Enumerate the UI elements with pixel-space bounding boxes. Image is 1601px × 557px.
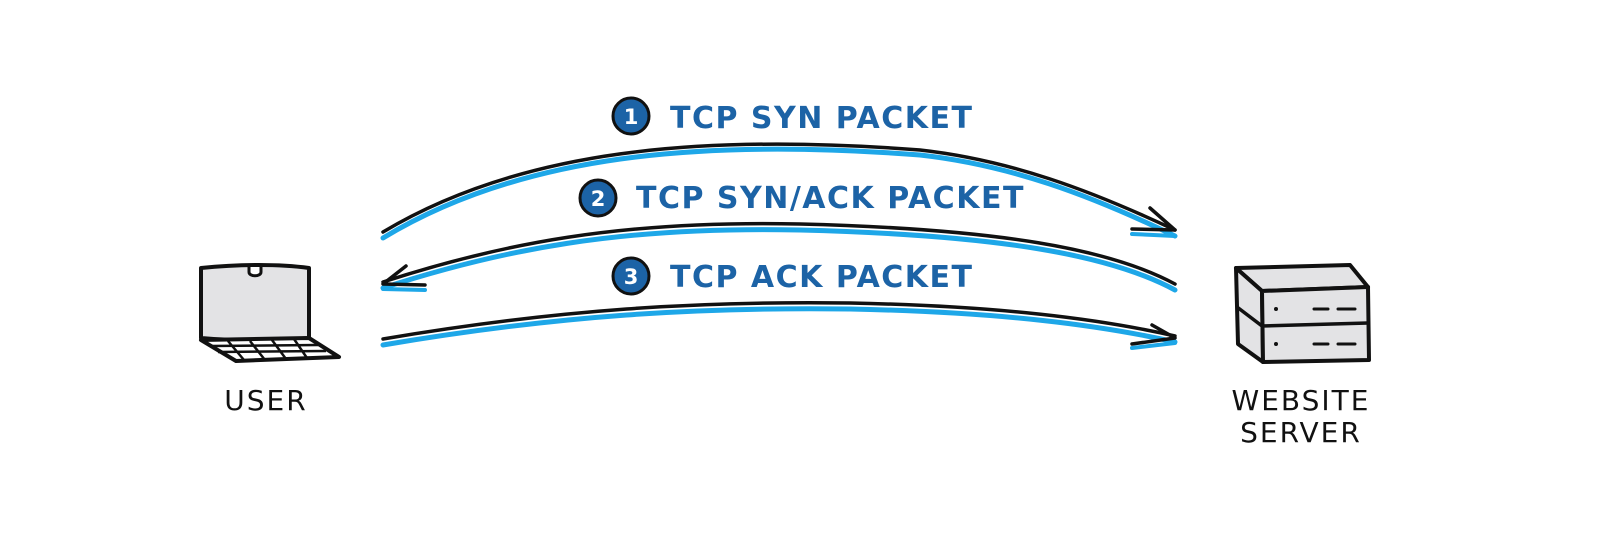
arrow-syn-ack	[380, 221, 1178, 293]
step-1-label: TCP SYN PACKET	[670, 101, 973, 136]
server-icon	[1234, 263, 1371, 364]
step-2: 2 TCP SYN/ACK PACKET	[578, 178, 1025, 218]
step-2-label: TCP SYN/ACK PACKET	[636, 181, 1025, 216]
step-1: 1 TCP SYN PACKET	[611, 96, 973, 136]
arrow-ack	[380, 300, 1178, 350]
user-label: USER	[224, 384, 307, 417]
step-1-number: 1	[624, 105, 639, 129]
step-3-badge	[611, 256, 651, 296]
laptop-icon	[199, 263, 341, 363]
step-2-badge	[578, 178, 618, 218]
arrow-syn	[380, 142, 1178, 241]
step-3: 3 TCP ACK PACKET	[611, 256, 974, 296]
step-2-number: 2	[591, 187, 606, 211]
step-1-badge	[611, 96, 651, 136]
arrowhead-syn	[1130, 206, 1177, 232]
server-label-line2: SERVER	[1240, 416, 1362, 449]
arrowhead-syn-ack	[381, 264, 427, 287]
server-label-line1: WEBSITE	[1232, 384, 1371, 417]
step-3-label: TCP ACK PACKET	[670, 260, 974, 295]
step-3-number: 3	[624, 265, 639, 289]
arrowhead-ack	[1130, 323, 1177, 346]
